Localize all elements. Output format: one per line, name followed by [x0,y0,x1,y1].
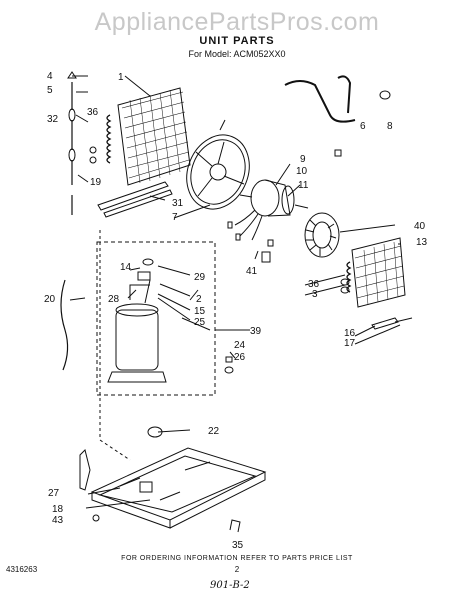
callout-36-upper: 36 [87,107,99,118]
callout-31: 31 [172,198,184,209]
callout-4: 4 [47,71,53,82]
callout-11: 11 [298,180,309,191]
callout-16: 16 [344,328,356,339]
bracket [229,519,241,533]
wire-harness [60,279,69,371]
callout-43: 43 [52,515,64,526]
callout-2: 2 [196,294,202,305]
callout-18: 18 [52,504,64,515]
ordering-note: FOR ORDERING INFORMATION REFER TO PARTS … [121,555,353,562]
foam-strip [97,181,173,218]
callout-15: 15 [194,306,206,317]
callout-10: 10 [296,166,308,177]
callout-19: 19 [90,177,102,188]
callout-8: 8 [387,121,393,132]
fan-blade [186,134,250,210]
callout-9: 9 [300,154,306,165]
evaporator-coil [346,237,406,308]
callout-29: 29 [194,272,206,283]
callout-3: 3 [312,289,318,300]
callout-5: 5 [47,85,53,96]
callout-24: 24 [234,340,246,351]
page-number: 2 [234,565,240,574]
model-subtitle: For Model: ACM052XX0 [188,49,286,59]
callout-1: 1 [118,72,124,83]
condenser-coil [106,87,191,186]
callout-35: 35 [232,540,244,551]
callout-36-lower: 36 [308,279,320,290]
callout-17: 17 [344,338,356,349]
callout-20: 20 [44,294,56,305]
handwritten-note: 901-B-2 [210,580,250,591]
grommet [379,90,391,100]
callout-28: 28 [108,294,120,305]
coil-bracket [371,317,399,330]
callout-14: 14 [120,262,132,273]
callout-32: 32 [47,114,59,125]
mounting-grommet [147,426,163,438]
blower-wheel [304,212,340,258]
callout-25: 25 [194,317,206,328]
callout-40: 40 [414,221,426,232]
screw [92,514,100,522]
callout-26: 26 [234,352,246,363]
callout-41: 41 [246,266,258,277]
compressor [107,258,167,383]
compressor-kit-outline [96,241,216,396]
callout-27: 27 [48,488,60,499]
page-title: UNIT PARTS [199,35,275,47]
refrigerant-tube [284,75,356,123]
document-number: 4316263 [6,565,38,574]
callout-13: 13 [416,237,428,248]
fan-motor [227,179,309,247]
callout-22: 22 [208,426,220,437]
callout-39: 39 [250,326,262,337]
callout-6: 6 [360,121,366,132]
drier [68,108,76,122]
callout-7: 7 [172,212,178,223]
watermark-logo: AppliancePartsPros.com [94,8,380,36]
nut [334,149,342,157]
